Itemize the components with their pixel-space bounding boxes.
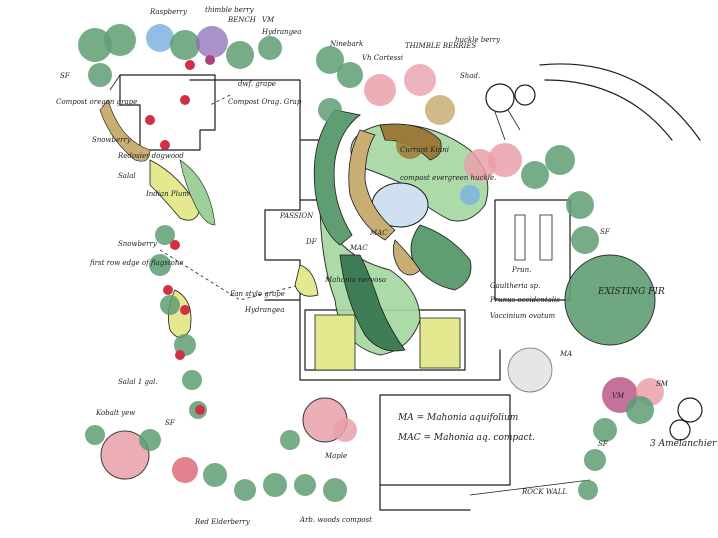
- label-red-elderberry: Red Elderberry: [194, 518, 251, 526]
- label-mac-2: MAC: [349, 244, 368, 252]
- label-existing-fir: EXISTING FIR: [597, 287, 665, 297]
- label-thimble-berries: THIMBLE BERRIES: [405, 42, 477, 50]
- label-mac-legend: MAC = Mahonia aq. compact.: [397, 433, 535, 443]
- label-gaultheria: Gaultheria sp.: [490, 282, 540, 290]
- label-sf-br: SF: [598, 440, 609, 448]
- label-shad: Shad.: [460, 72, 480, 80]
- label-hydrangea: Hydrangea: [261, 28, 301, 36]
- label-sf-bl: SF: [165, 419, 176, 427]
- label-compost-orag-grape: Compost Orag. Grap: [228, 98, 302, 106]
- label-thimbleberry: thimble berry: [205, 6, 255, 14]
- label-passion: PASSION: [279, 212, 314, 220]
- label-vh-cortessi: Vh Cortessi: [362, 54, 403, 62]
- label-fan-style-grape: Fan style grape: [229, 290, 285, 298]
- label-rhus-occidentalis: Prunus occidentalis: [489, 296, 560, 304]
- label-raspberry: Raspberry: [149, 8, 188, 16]
- label-sf-right: SF: [600, 228, 611, 236]
- label-bench: BENCH: [227, 16, 257, 24]
- yellow-beds: [149, 159, 461, 371]
- label-mahonia-nervosa: Mahonia nervosa: [324, 276, 386, 284]
- label-amelanchier: 3 Amelanchier alnifolia: [650, 439, 718, 449]
- label-salal: Salal: [118, 172, 136, 180]
- label-vaccinium-ovatum: Vaccinium ovatum: [490, 312, 555, 320]
- label-compost-oregon-grape: Compost oregon grape: [56, 98, 137, 106]
- label-huckleberry: huckle berry: [455, 36, 501, 44]
- label-vm-top: VM: [262, 16, 275, 24]
- shrub-masses: [78, 24, 703, 502]
- label-salal-1gal: Salal 1 gal.: [118, 378, 158, 386]
- label-redosier: Redosier dogwood: [117, 152, 184, 160]
- label-compost-evergreen: compost evergreen huckle.: [400, 174, 496, 182]
- label-rock-wall: ROCK WALL: [521, 488, 567, 496]
- label-ma-legend: MA = Mahonia aquifolium: [397, 413, 518, 423]
- label-arb-woods-compost: Arb. woods compost: [299, 516, 372, 524]
- plant-labels: Raspberry thimble berry BENCH VM Hydrang…: [56, 6, 718, 526]
- label-snowberry-1: Snowberry: [92, 136, 132, 144]
- label-indian-plum: Indian Plum: [145, 190, 189, 198]
- label-mac-1: MAC: [369, 229, 388, 237]
- label-kobalt-yew: Kobalt yew: [95, 409, 135, 417]
- label-snowberry-2: Snowberry: [118, 240, 158, 248]
- label-prun: Prun.: [511, 266, 531, 274]
- label-vm-bottom: VM: [612, 392, 625, 400]
- label-dwf-grape: dwf. grape: [238, 80, 276, 88]
- red-shrub-dots: [145, 55, 215, 415]
- label-df: DF: [305, 238, 318, 246]
- label-currant-kinni: Currant Kinni: [400, 146, 449, 154]
- label-first-row-edge: first row edge of flagstone: [89, 259, 184, 267]
- label-hydrangea-2: Hydrangea: [244, 306, 284, 314]
- label-sm: SM: [656, 380, 669, 388]
- label-ma-right: MA: [559, 350, 572, 358]
- label-maple: Maple: [324, 452, 347, 460]
- label-ninebark: Ninebark: [329, 40, 363, 48]
- label-sf-tl: SF: [60, 72, 71, 80]
